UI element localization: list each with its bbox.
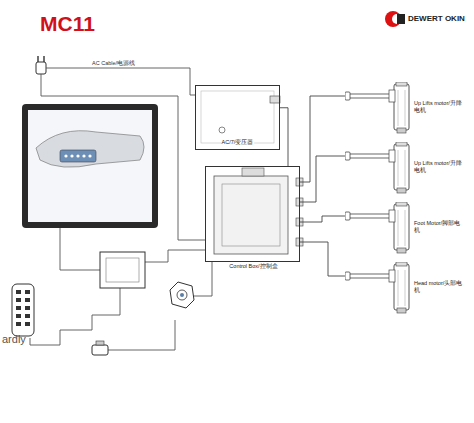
brand-logo — [385, 11, 405, 27]
sensor — [177, 290, 187, 300]
cable-connector — [92, 341, 108, 355]
motor-label: Head motor/头部电机 — [345, 262, 467, 314]
remote-control — [12, 284, 34, 336]
control-box-detail — [214, 168, 303, 254]
remote-control — [25, 322, 30, 326]
power-box-detail — [201, 91, 274, 143]
cable-label: AC Cable/电源线 — [92, 60, 135, 67]
monitor — [36, 131, 144, 167]
diagram-title: MC11 — [40, 12, 95, 36]
actuator — [345, 262, 409, 313]
wire — [192, 262, 212, 296]
node-label: Up Lifts motor/升降电机 — [413, 160, 467, 173]
wire — [30, 288, 120, 345]
cable-connector — [96, 341, 104, 345]
monitor — [70, 154, 73, 157]
brand-name: DEWERT OKIN — [408, 14, 465, 23]
brand-logo — [397, 14, 405, 24]
cable-connector — [92, 345, 108, 355]
monitor — [60, 150, 96, 162]
actuator — [345, 82, 409, 133]
sensor — [180, 293, 184, 297]
control-box-detail — [242, 168, 264, 176]
power-plug — [43, 56, 44, 62]
junction-box — [100, 252, 145, 288]
node-label: Foot Motor/脚部电机 — [413, 220, 467, 233]
cable-connector-line — [280, 108, 288, 166]
power-box-detail — [219, 127, 225, 133]
power-box-detail — [201, 91, 280, 143]
cable-connector-line — [300, 242, 345, 276]
wire — [108, 320, 175, 350]
wire — [145, 250, 205, 262]
node-label: Head motor/头部电机 — [413, 280, 467, 293]
monitor — [88, 154, 91, 157]
actuator — [345, 202, 409, 253]
cable-connector-line — [300, 156, 345, 202]
sensor — [170, 282, 194, 308]
remote-control — [12, 284, 34, 336]
node-label: Control Box/控制盒 — [206, 263, 301, 270]
wire — [60, 228, 100, 270]
power-plug — [36, 62, 46, 74]
remote-control — [25, 298, 30, 302]
monitor — [64, 154, 67, 157]
wire — [46, 68, 195, 95]
control-box: Control Box/控制盒 — [205, 166, 300, 262]
remote-control — [16, 298, 21, 302]
junction-box — [106, 258, 139, 282]
remote-control — [16, 314, 21, 318]
monitor — [22, 104, 158, 228]
monitor — [76, 154, 79, 157]
power-plug — [37, 56, 38, 62]
remote-control — [16, 306, 21, 310]
remote-control — [25, 314, 30, 318]
power-supply-box: AC/7/变压器 — [195, 85, 280, 150]
motor-label: Foot Motor/脚部电机 — [345, 202, 467, 254]
actuator — [345, 142, 409, 193]
monitor — [28, 110, 152, 222]
actuator — [345, 82, 409, 313]
control-box-detail — [214, 176, 288, 254]
cable-connector-line — [300, 96, 345, 182]
node-label: AC/7/变压器 — [221, 139, 255, 146]
sensor — [170, 282, 194, 308]
monitor — [82, 154, 85, 157]
power-plug — [36, 56, 46, 74]
wire — [30, 338, 31, 345]
node-label: Up Lifts motor/升降电机 — [413, 100, 467, 113]
remote-control — [16, 290, 21, 294]
control-box-detail — [222, 184, 280, 246]
cable-connector-line — [300, 216, 345, 222]
monitor — [22, 104, 158, 228]
remote-control — [25, 306, 30, 310]
power-box-detail — [270, 96, 280, 103]
junction-box — [100, 252, 145, 288]
remote-control — [16, 322, 21, 326]
remote-control — [25, 290, 30, 294]
cut-text: ardly — [2, 333, 26, 345]
motor-label: Up Lifts motor/升降电机 — [345, 142, 467, 194]
motor-label: Up Lifts motor/升降电机 — [345, 82, 467, 134]
